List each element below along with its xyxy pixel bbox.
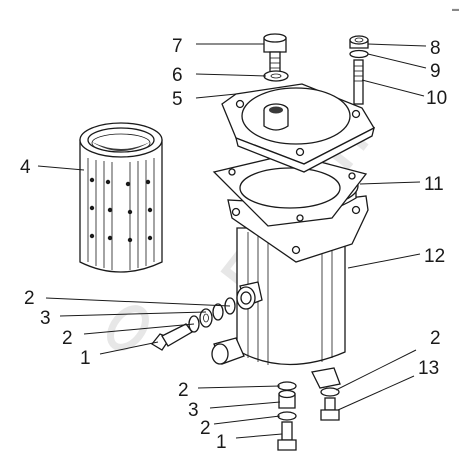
washer-2-left-b (212, 303, 224, 321)
callout-11: 11 (424, 174, 444, 195)
plug-13 (320, 397, 340, 421)
callout-3-bottom: 3 (188, 400, 199, 421)
callout-13: 13 (418, 358, 439, 379)
seal-3-bottom (278, 389, 296, 409)
callout-2-left-b: 2 (62, 328, 73, 349)
washer-2-right (320, 387, 340, 397)
callout-2-right: 2 (430, 328, 441, 349)
callout-7: 7 (172, 36, 183, 57)
callout-6: 6 (172, 65, 183, 86)
washer-2-bottom-a (277, 381, 297, 391)
washer-9 (349, 49, 369, 59)
stud-10 (353, 59, 364, 105)
corner-mark: ▬ (452, 6, 459, 13)
callout-10: 10 (426, 88, 447, 109)
callouts: 7 6 5 8 9 10 4 11 12 2 3 2 1 2 13 2 3 2 … (20, 36, 447, 453)
bolt-7 (263, 33, 287, 75)
leader-lines (37, 43, 427, 439)
nut-8 (349, 35, 369, 49)
cover-5 (221, 83, 375, 173)
seal-3-left (199, 308, 213, 328)
callout-1-bottom: 1 (216, 432, 227, 453)
callout-2-left-a: 2 (24, 288, 35, 309)
callout-2-bottom-b: 2 (200, 418, 211, 439)
callout-5: 5 (172, 89, 183, 110)
callout-8: 8 (430, 38, 441, 59)
callout-3-left: 3 (40, 308, 51, 329)
washer-2-bottom-b (277, 411, 297, 421)
callout-4: 4 (20, 157, 31, 178)
bolt-1-left (151, 323, 193, 351)
filter-element-4 (79, 122, 163, 273)
bolt-1-bottom (277, 421, 297, 451)
washer-6 (263, 70, 289, 82)
callout-12: 12 (424, 246, 445, 267)
callout-2-bottom-a: 2 (178, 380, 189, 401)
callout-1-left: 1 (80, 348, 91, 369)
callout-9: 9 (430, 61, 441, 82)
